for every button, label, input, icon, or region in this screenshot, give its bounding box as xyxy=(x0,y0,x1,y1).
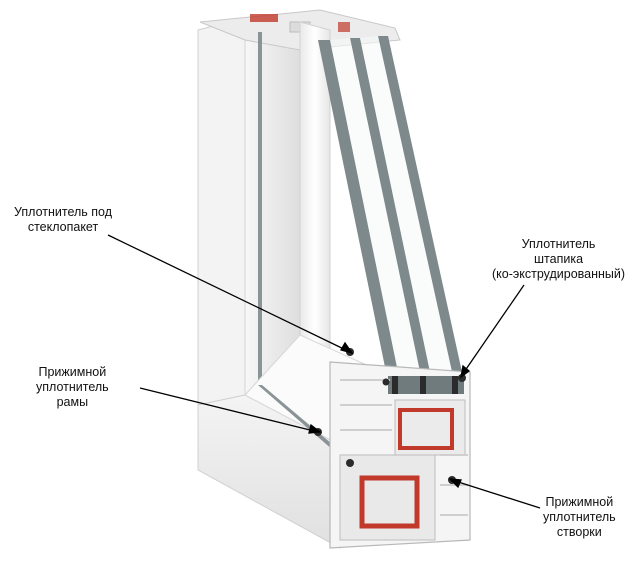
frame-seal-line-2: уплотнитель xyxy=(36,380,109,394)
bead-seal-line-1: Уплотнитель xyxy=(521,237,596,251)
frame-seal-line-1: Прижимной xyxy=(38,365,107,379)
leader-frame-seal xyxy=(139,387,319,433)
leader-lines xyxy=(107,234,541,509)
glass-seal-line-1: Уплотнитель под xyxy=(14,205,113,219)
frame-gasket-line xyxy=(258,32,262,385)
bead-seal-label: Уплотнитель штапика (ко-экструдированный… xyxy=(492,237,625,282)
frame-reinforcement xyxy=(359,475,420,529)
frame-vertical-inner xyxy=(244,17,301,397)
leader-glass-seal xyxy=(107,234,351,353)
sash-reinforcement xyxy=(398,408,454,450)
frame-seal-label: Прижимной уплотнитель рамы xyxy=(36,365,109,410)
sash-seal-line-3: створки xyxy=(556,525,602,539)
bottom-profile-section xyxy=(314,348,471,549)
frame-vertical xyxy=(197,17,246,406)
top-reinforcement xyxy=(250,14,278,22)
bead-seal-line-3: (ко-экструдированный) xyxy=(492,267,626,281)
glass-seal-label: Уплотнитель под стеклопакет xyxy=(14,205,112,235)
frame-seal-line-3: рамы xyxy=(56,395,89,409)
glass-pane-3 xyxy=(378,36,462,372)
glass-pane-1 xyxy=(318,40,398,372)
glass-pane-2 xyxy=(350,38,430,372)
glass-seal-line-2: стеклопакет xyxy=(27,220,99,234)
sash-seal-label: Прижимной уплотнитель створки xyxy=(543,495,616,540)
bead-seal-line-2: штапика xyxy=(534,252,584,266)
leader-bead-seal xyxy=(461,284,525,376)
sash-seal-line-1: Прижимной xyxy=(545,495,614,509)
bead-seal-mark xyxy=(458,374,466,382)
sash-seal-line-2: уплотнитель xyxy=(543,510,616,524)
leader-sash-seal xyxy=(451,479,541,509)
